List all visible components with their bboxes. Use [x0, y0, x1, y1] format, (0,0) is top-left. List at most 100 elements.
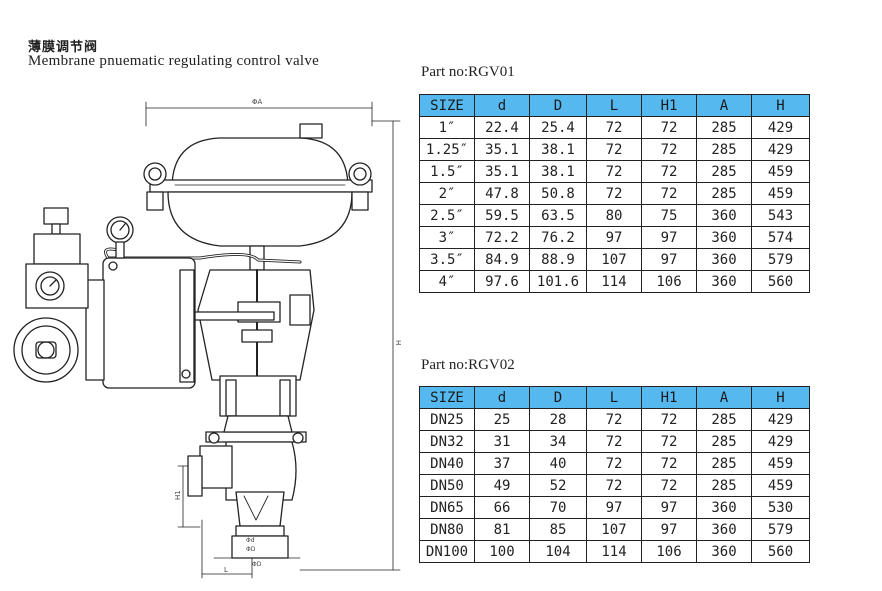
table-cell: 72: [641, 474, 697, 497]
column-header: H: [751, 94, 810, 117]
valve-yoke: [193, 245, 315, 461]
table-cell: DN65: [419, 496, 475, 519]
column-header: H1: [641, 386, 697, 409]
table-cell: 104: [529, 540, 587, 563]
column-header: d: [474, 386, 530, 409]
column-header: SIZE: [419, 386, 475, 409]
table-cell: 72: [641, 116, 697, 139]
table-cell: 72: [641, 182, 697, 205]
table-cell: 66: [474, 496, 530, 519]
table-cell: 22.4: [474, 116, 530, 139]
table-cell: 101.6: [529, 270, 587, 293]
valve-bonnet: [205, 375, 307, 444]
table-cell: 31: [474, 430, 530, 453]
table-cell: 459: [751, 182, 810, 205]
table-cell: 72: [586, 474, 642, 497]
table-cell: 25: [474, 408, 530, 431]
table-cell: 2.5″: [419, 204, 475, 227]
table-cell: DN32: [419, 430, 475, 453]
table-cell: 97: [641, 518, 697, 541]
table-cell: 285: [696, 408, 752, 431]
table-cell: 3″: [419, 226, 475, 249]
table-cell: 107: [586, 248, 642, 271]
table-cell: 3.5″: [419, 248, 475, 271]
table-cell: 97.6: [474, 270, 530, 293]
table-cell: 285: [696, 116, 752, 139]
dim-label-d: Φd: [246, 537, 255, 544]
table-cell: 285: [696, 452, 752, 475]
table-cell: 72: [586, 452, 642, 475]
part-number-rgv02: Part no:RGV02: [421, 357, 515, 373]
table-cell: DN25: [419, 408, 475, 431]
table-cell: 72: [641, 138, 697, 161]
column-header: D: [529, 386, 587, 409]
table-cell: 106: [641, 540, 697, 563]
diaphragm-actuator: [143, 123, 373, 247]
table-cell: 75: [641, 204, 697, 227]
table-cell: 80: [586, 204, 642, 227]
filter-regulator: [13, 207, 89, 383]
table-cell: 72: [641, 408, 697, 431]
table-cell: DN50: [419, 474, 475, 497]
table-cell: 285: [696, 138, 752, 161]
table-cell: 97: [641, 226, 697, 249]
table-cell: 72.2: [474, 226, 530, 249]
table-cell: 72: [641, 160, 697, 183]
table-cell: 285: [696, 430, 752, 453]
table-cell: 360: [696, 518, 752, 541]
table-cell: 84.9: [474, 248, 530, 271]
dim-label-D: ΦD: [246, 546, 256, 553]
table-cell: 1.5″: [419, 160, 475, 183]
table-cell: 49: [474, 474, 530, 497]
table-cell: 459: [751, 452, 810, 475]
dimension-right: H: [299, 120, 402, 571]
table-cell: 34: [529, 430, 587, 453]
table-cell: 81: [474, 518, 530, 541]
table-cell: 360: [696, 270, 752, 293]
table-cell: 88.9: [529, 248, 587, 271]
dim-label-a: ΦA: [252, 98, 263, 106]
table-cell: 50.8: [529, 182, 587, 205]
table-cell: 560: [751, 540, 810, 563]
table-cell: 459: [751, 474, 810, 497]
column-header: d: [474, 94, 530, 117]
table-cell: 429: [751, 408, 810, 431]
table-cell: 47.8: [474, 182, 530, 205]
gauge-icon: [106, 216, 134, 259]
table-cell: 574: [751, 226, 810, 249]
table-cell: DN40: [419, 452, 475, 475]
table-cell: 52: [529, 474, 587, 497]
table-cell: 114: [586, 540, 642, 563]
table-cell: 72: [641, 452, 697, 475]
dim-label-D2: ΦD: [252, 561, 262, 568]
dim-label-h1: H1: [174, 490, 182, 500]
table-cell: 59.5: [474, 204, 530, 227]
title-english: Membrane pnuematic regulating control va…: [28, 53, 320, 69]
table-cell: 72: [586, 182, 642, 205]
table-cell: 2″: [419, 182, 475, 205]
table-cell: 72: [586, 116, 642, 139]
column-header: A: [696, 386, 752, 409]
table-cell: 579: [751, 518, 810, 541]
table-cell: DN100: [419, 540, 475, 563]
table-cell: 360: [696, 540, 752, 563]
valve-drawing: ΦA H H1 L: [13, 98, 402, 579]
column-header: L: [586, 94, 642, 117]
positioner: [85, 257, 196, 389]
table-cell: 37: [474, 452, 530, 475]
table-cell: 285: [696, 160, 752, 183]
table-cell: 38.1: [529, 138, 587, 161]
table-cell: 35.1: [474, 138, 530, 161]
